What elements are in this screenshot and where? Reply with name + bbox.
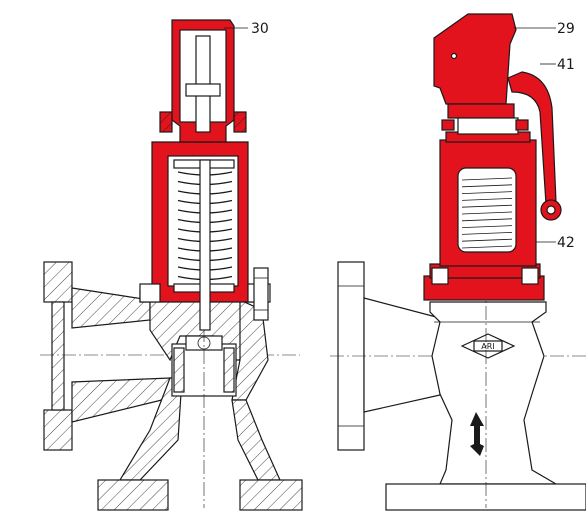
lever-view bbox=[507, 71, 562, 221]
window-spring-coil bbox=[461, 232, 513, 235]
bonnet-view bbox=[423, 131, 545, 301]
external-view: ARI 2 bbox=[330, 13, 586, 511]
valve-body-section bbox=[97, 20, 303, 511]
spring-section bbox=[173, 159, 235, 331]
callout-30: 30 bbox=[251, 21, 269, 37]
callout-29: 29 bbox=[557, 21, 575, 37]
sectional-view: 30 bbox=[40, 19, 303, 511]
window-spring-coil bbox=[461, 198, 513, 201]
window-spring-coil bbox=[461, 211, 513, 215]
callout-41: 41 bbox=[557, 57, 575, 73]
inlet-flange-view bbox=[330, 261, 586, 451]
window-spring-coil bbox=[461, 238, 513, 242]
window-spring-coil bbox=[461, 177, 513, 181]
window-spring-coil bbox=[461, 245, 513, 249]
window-spring-coil bbox=[461, 225, 513, 228]
flow-arrow-icon bbox=[470, 412, 484, 456]
valve-body-view: ARI bbox=[385, 20, 586, 511]
cap-section bbox=[159, 19, 247, 143]
window-spring-coil bbox=[461, 204, 513, 208]
ari-logo-text: ARI bbox=[481, 342, 494, 351]
window-spring-coil bbox=[461, 184, 513, 188]
window-spring-coil bbox=[461, 218, 513, 222]
callout-42: 42 bbox=[557, 235, 575, 251]
cap-view bbox=[433, 13, 529, 135]
window-spring-coil bbox=[461, 191, 513, 194]
